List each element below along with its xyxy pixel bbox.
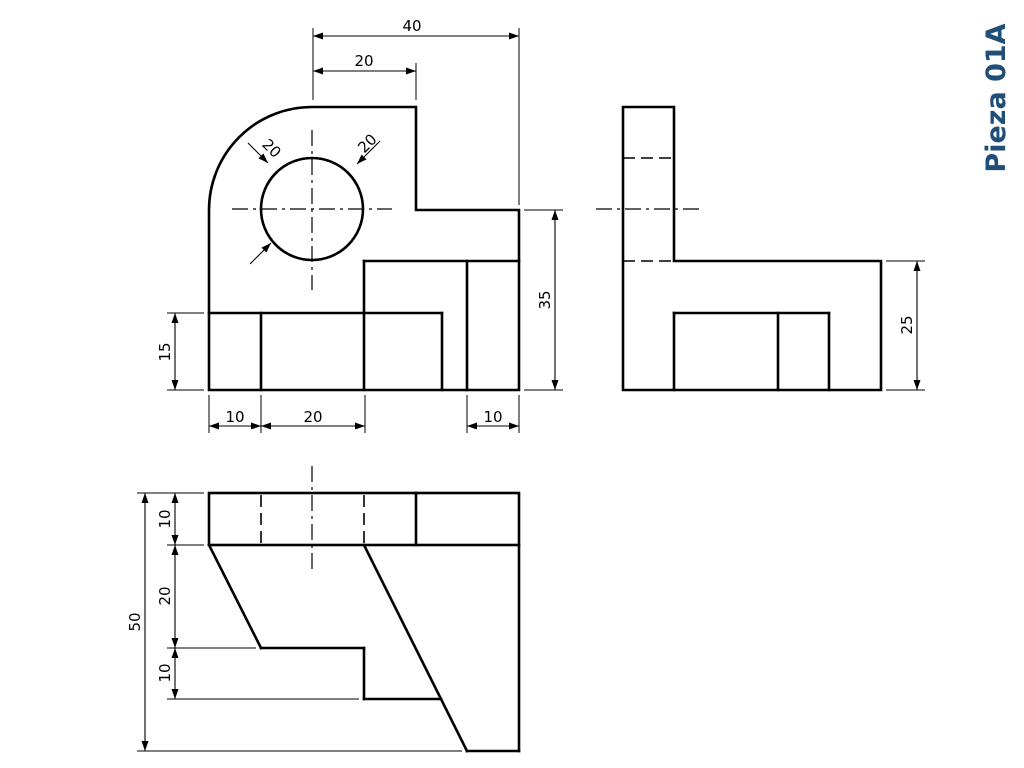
top-slant-left xyxy=(207,543,263,650)
dim-top-width: 20 xyxy=(354,52,373,70)
dim-height: 35 xyxy=(536,290,554,309)
dim-overall-width: 40 xyxy=(402,17,421,35)
diameter-leader xyxy=(247,142,269,164)
dim-middle-bottom: 20 xyxy=(303,408,322,426)
side-view: 25 xyxy=(596,105,925,392)
dim-depth: 50 xyxy=(126,612,144,631)
side-outline xyxy=(621,105,883,392)
dim-left-bottom: 10 xyxy=(225,408,244,426)
drawing-title: Pieza 01A xyxy=(981,23,1012,172)
diameter-leader xyxy=(249,242,272,265)
front-view: 20 20 40 20 35 15 10 20 10 xyxy=(156,17,563,433)
dim-hole-b: 20 xyxy=(354,130,380,156)
front-outline xyxy=(207,105,521,392)
top-slant-right xyxy=(362,543,469,753)
top-view: 10 20 10 50 xyxy=(126,466,521,753)
diameter-leader xyxy=(356,140,381,165)
dim-slant-depth: 20 xyxy=(156,586,174,605)
dim-base-height: 15 xyxy=(156,342,174,361)
dim-side-height: 25 xyxy=(898,315,916,334)
dim-right-bottom: 10 xyxy=(483,408,502,426)
dim-step-depth: 10 xyxy=(156,663,174,682)
dim-top-band: 10 xyxy=(156,509,174,528)
